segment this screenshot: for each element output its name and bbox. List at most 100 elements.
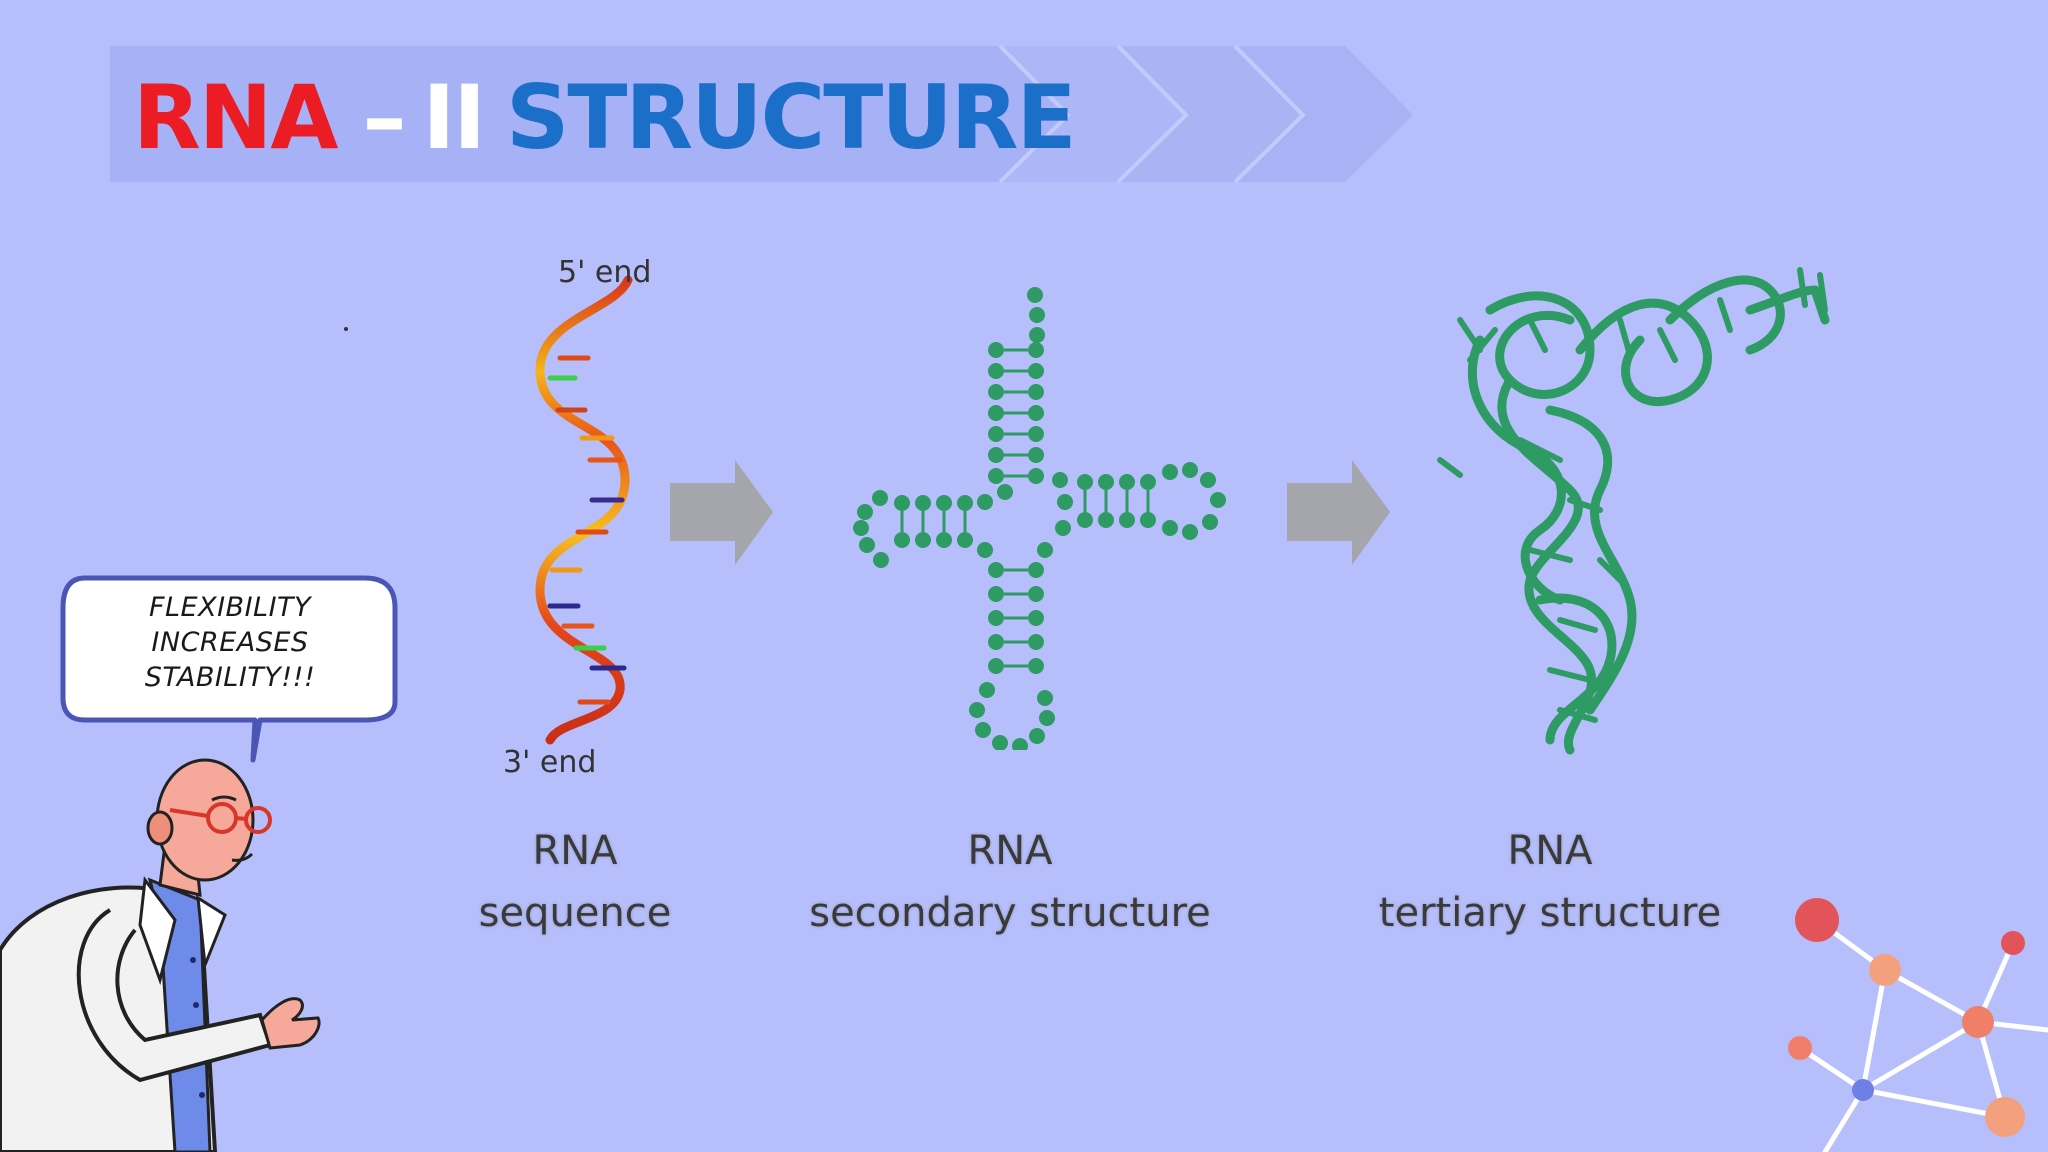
- caption-line1: RNA: [967, 828, 1053, 874]
- nucleotide-dot: [1028, 634, 1044, 650]
- nucleotide-dot: [1028, 468, 1044, 484]
- nucleotide-dot: [957, 532, 973, 548]
- caption-rna-tertiary: RNA tertiary structure: [1335, 820, 1765, 944]
- nucleotide-dot: [853, 520, 869, 536]
- nucleotide-dot: [1098, 474, 1114, 490]
- nucleotide-dot: [1028, 363, 1044, 379]
- rna-secondary-structure: [853, 287, 1226, 750]
- nucleotide-dot: [915, 495, 931, 511]
- nucleotide-dot: [977, 494, 993, 510]
- nucleotide-dot: [1140, 474, 1156, 490]
- three-prime-label: 3' end: [503, 745, 597, 780]
- nucleotide-dot: [957, 495, 973, 511]
- nucleotide-dot: [977, 542, 993, 558]
- nucleotide-dot: [1077, 474, 1093, 490]
- nucleotide-dot: [979, 682, 995, 698]
- nucleotide-dot: [1028, 384, 1044, 400]
- nucleotide-dot: [988, 562, 1004, 578]
- nucleotide-dot: [1029, 327, 1045, 343]
- nucleotide-dot: [872, 490, 888, 506]
- rna-tertiary-structure: [1437, 267, 1830, 755]
- nucleotide-dot: [988, 384, 1004, 400]
- nucleotide-dot: [992, 735, 1008, 750]
- page-title: RNA – II STRUCTURE: [133, 62, 1077, 172]
- nucleotide-dot: [859, 537, 875, 553]
- caption-line1: RNA: [1507, 828, 1593, 874]
- nucleotide-dot: [1029, 307, 1045, 323]
- nucleotide-dot: [1028, 562, 1044, 578]
- bubble-line: STABILITY!!!: [144, 662, 316, 693]
- nucleotide-dot: [1027, 287, 1043, 303]
- nucleotide-dot: [1037, 542, 1053, 558]
- nucleotide-dot: [1140, 512, 1156, 528]
- nucleotide-dot: [1119, 512, 1135, 528]
- nucleotide-dot: [857, 504, 873, 520]
- caption-line1: RNA: [532, 828, 618, 874]
- nucleotide-dot: [894, 495, 910, 511]
- nucleotide-dot: [1200, 472, 1216, 488]
- caption-line2: sequence: [478, 890, 672, 936]
- bubble-line: INCREASES: [151, 627, 309, 658]
- molecule-decoration: [1788, 898, 2048, 1152]
- bubble-line: FLEXIBILITY: [148, 592, 312, 623]
- nucleotide-dot: [1039, 710, 1055, 726]
- nucleotide-dot: [1098, 512, 1114, 528]
- nucleotide-dot: [1210, 492, 1226, 508]
- nucleotide-dot: [988, 447, 1004, 463]
- caption-rna-sequence: RNA sequence: [430, 820, 720, 944]
- nucleotide-dot: [1162, 520, 1178, 536]
- nucleotide-dot: [988, 405, 1004, 421]
- five-prime-label: 5' end: [558, 255, 652, 290]
- nucleotide-dot: [894, 532, 910, 548]
- nucleotide-dot: [1028, 447, 1044, 463]
- nucleotide-dot: [1119, 474, 1135, 490]
- nucleotide-dot: [1028, 610, 1044, 626]
- nucleotide-dot: [1202, 514, 1218, 530]
- stray-dot: [344, 327, 348, 331]
- nucleotide-dot: [1012, 738, 1028, 750]
- nucleotide-dot: [936, 495, 952, 511]
- nucleotide-dot: [1182, 462, 1198, 478]
- nucleotide-dot: [988, 586, 1004, 602]
- nucleotide-dot: [1028, 658, 1044, 674]
- speech-bubble-text: FLEXIBILITY INCREASES STABILITY!!!: [70, 590, 390, 695]
- nucleotide-dot: [988, 363, 1004, 379]
- nucleotide-dot: [1052, 472, 1068, 488]
- nucleotide-dot: [988, 426, 1004, 442]
- scientist-character: [0, 758, 321, 1152]
- nucleotide-dot: [988, 468, 1004, 484]
- nucleotide-dot: [1029, 728, 1045, 744]
- nucleotide-dot: [1028, 426, 1044, 442]
- nucleotide-dot: [975, 722, 991, 738]
- nucleotide-dot: [915, 532, 931, 548]
- nucleotide-dot: [936, 532, 952, 548]
- nucleotide-dot: [988, 342, 1004, 358]
- nucleotide-dot: [1028, 342, 1044, 358]
- nucleotide-dot: [1077, 512, 1093, 528]
- arrow-right-icon: [1287, 460, 1390, 565]
- nucleotide-dot: [873, 552, 889, 568]
- caption-rna-secondary: RNA secondary structure: [790, 820, 1230, 944]
- nucleotide-dot: [1055, 520, 1071, 536]
- nucleotide-dot: [969, 702, 985, 718]
- rna-sequence-helix: [535, 275, 633, 745]
- nucleotide-dot: [1028, 405, 1044, 421]
- nucleotide-dot: [988, 634, 1004, 650]
- nucleotide-dot: [988, 658, 1004, 674]
- nucleotide-dot: [1182, 524, 1198, 540]
- arrow-right-icon: [670, 460, 773, 565]
- title-dash: –: [362, 65, 407, 169]
- nucleotide-dot: [1057, 494, 1073, 510]
- caption-line2: tertiary structure: [1378, 890, 1722, 936]
- title-roman-two: II: [422, 65, 487, 169]
- nucleotide-dot: [1037, 690, 1053, 706]
- speech-bubble: [60, 575, 398, 763]
- caption-line2: secondary structure: [809, 890, 1211, 936]
- title-structure: STRUCTURE: [506, 65, 1077, 169]
- nucleotide-dot: [1162, 464, 1178, 480]
- nucleotide-dot: [997, 484, 1013, 500]
- nucleotide-dot: [1028, 586, 1044, 602]
- nucleotide-dot: [988, 610, 1004, 626]
- title-rna: RNA: [133, 65, 339, 169]
